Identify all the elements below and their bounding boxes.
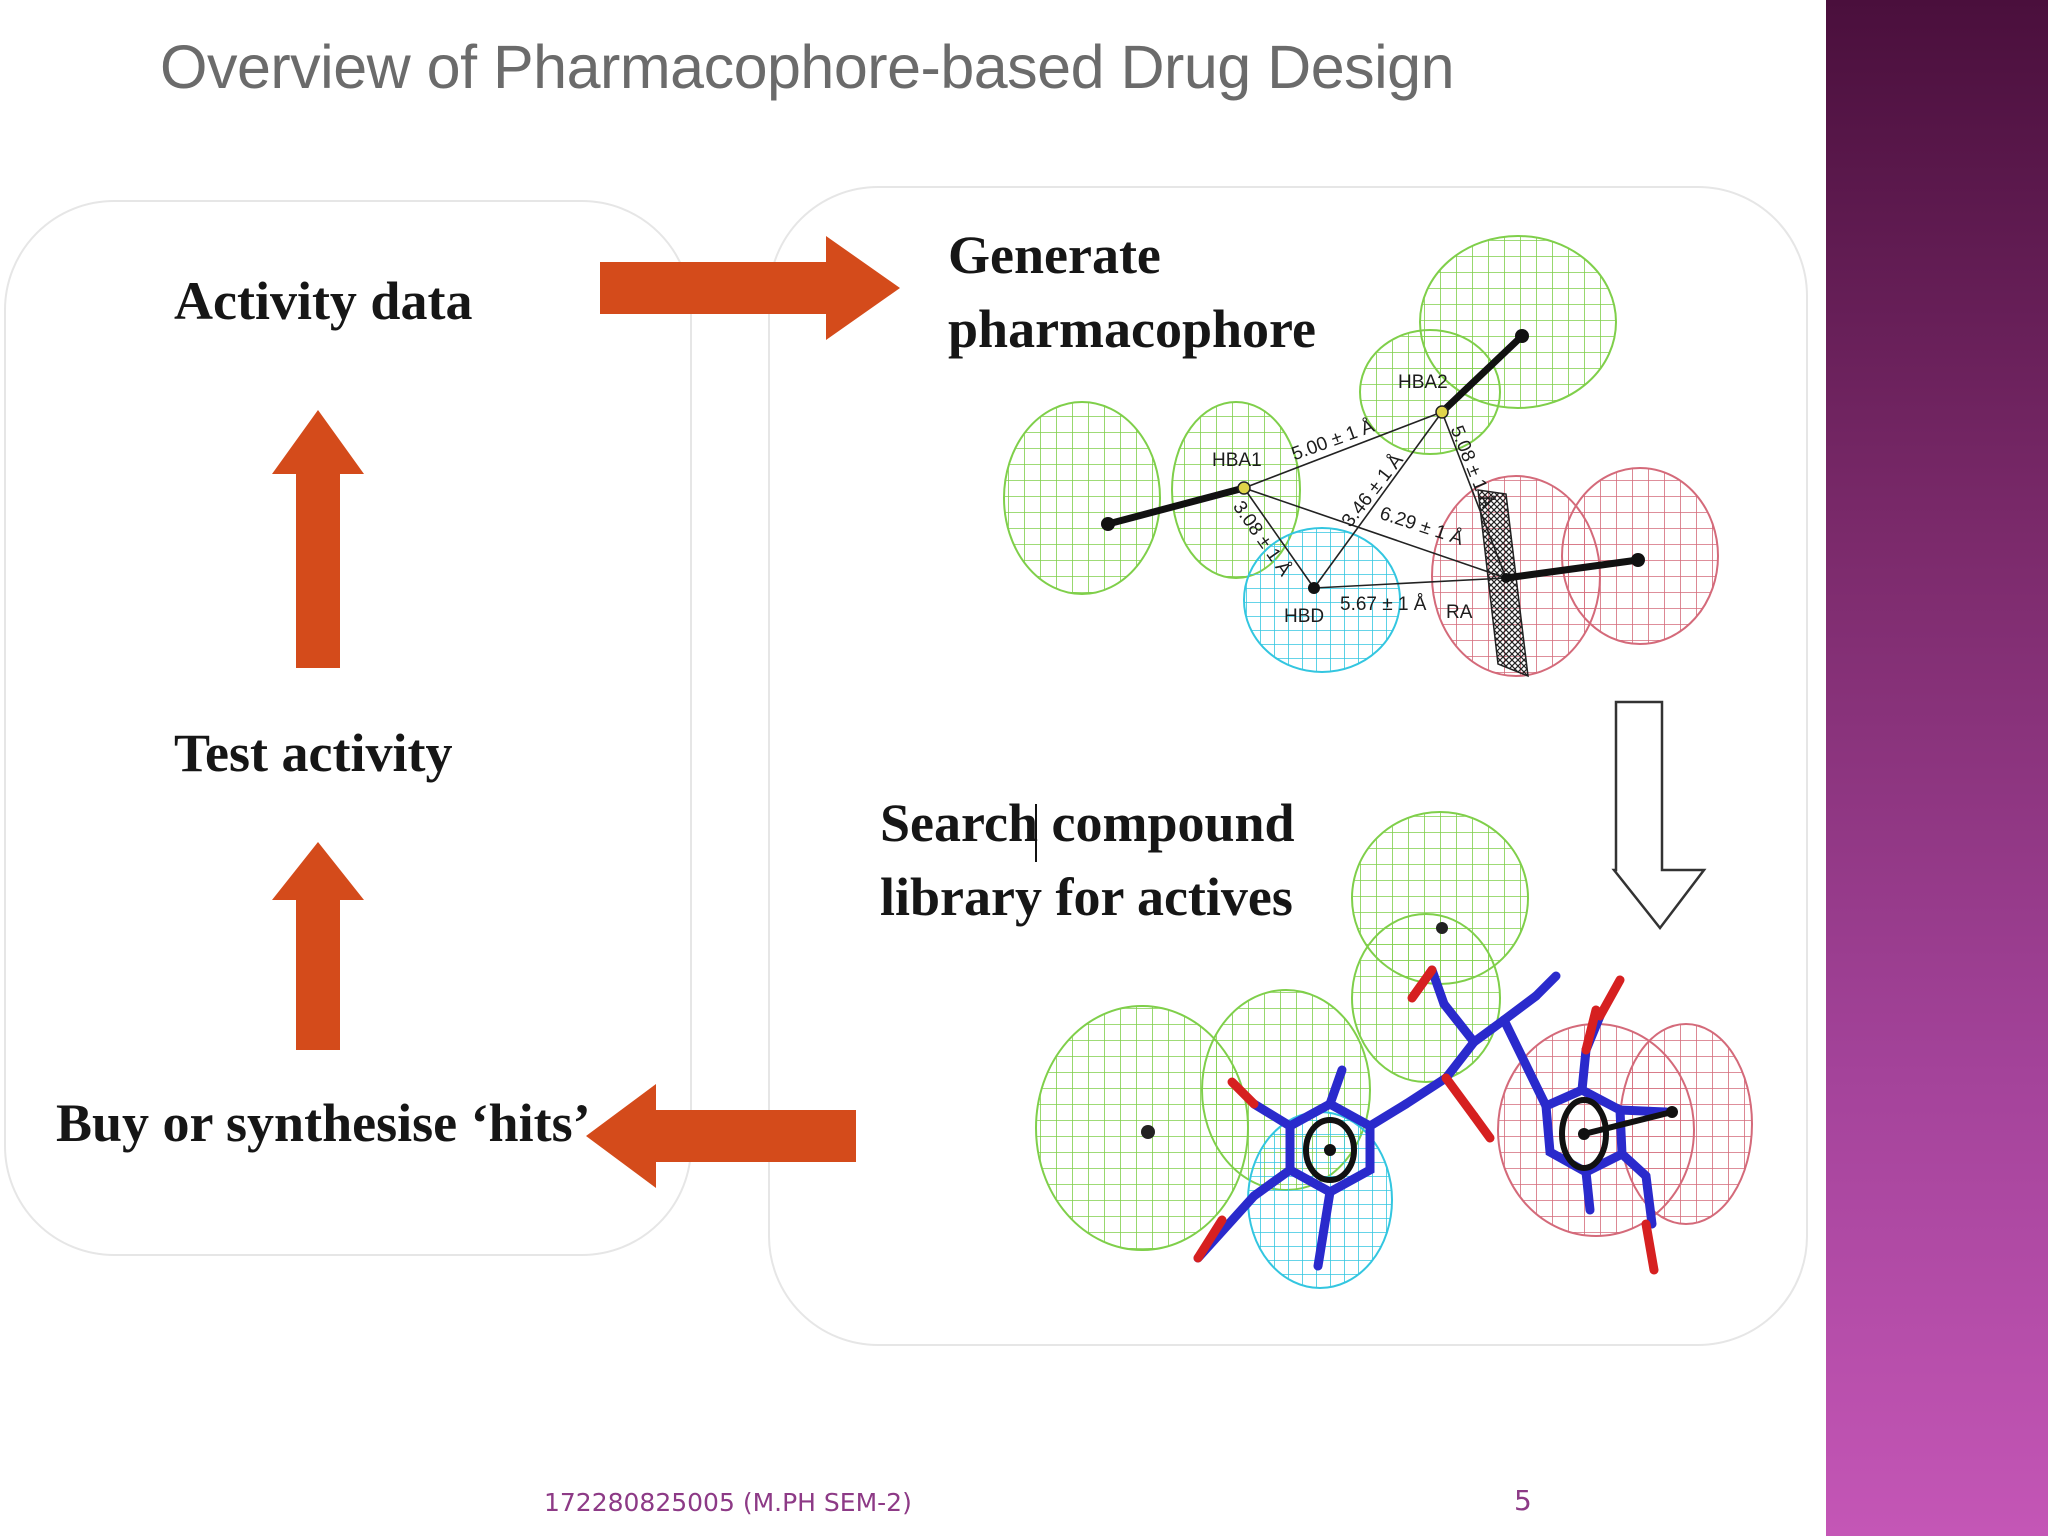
arrow-to-generate (600, 236, 900, 340)
page-number: 5 (1514, 1484, 1532, 1517)
arrow-up-lower (272, 842, 364, 1050)
ra-label: RA (1446, 602, 1473, 623)
distance-hbd-ra: 5.67 ± 1 Å (1340, 594, 1427, 615)
generate-label-line2: pharmacophore (948, 299, 1317, 359)
pharmacophore-model (1003, 235, 1719, 678)
docked-molecule-model (1035, 811, 1753, 1289)
slide-title: Overview of Pharmacophore-based Drug Des… (160, 33, 1455, 101)
test-activity-label: Test activity (174, 723, 453, 783)
arrow-down-to-search (1611, 700, 1707, 931)
generate-label-line1: Generate (948, 225, 1161, 285)
search-label-line2: library for actives (880, 867, 1293, 927)
activity-data-label: Activity data (174, 271, 473, 331)
search-label-line1: Search compound (880, 793, 1295, 853)
workflow-panel-left (4, 200, 692, 1256)
hba1-label: HBA1 (1212, 450, 1262, 471)
arrow-to-buy-hits (586, 1084, 856, 1188)
buy-hits-label: Buy or synthesise ‘hits’ (56, 1093, 591, 1153)
hba2-label: HBA2 (1398, 372, 1448, 393)
hbd-label: HBD (1284, 606, 1325, 627)
decorative-side-band (1826, 0, 2048, 1536)
arrow-up-upper (272, 410, 364, 668)
footer-student-id: 172280825005 (M.PH SEM-2) (544, 1488, 912, 1517)
